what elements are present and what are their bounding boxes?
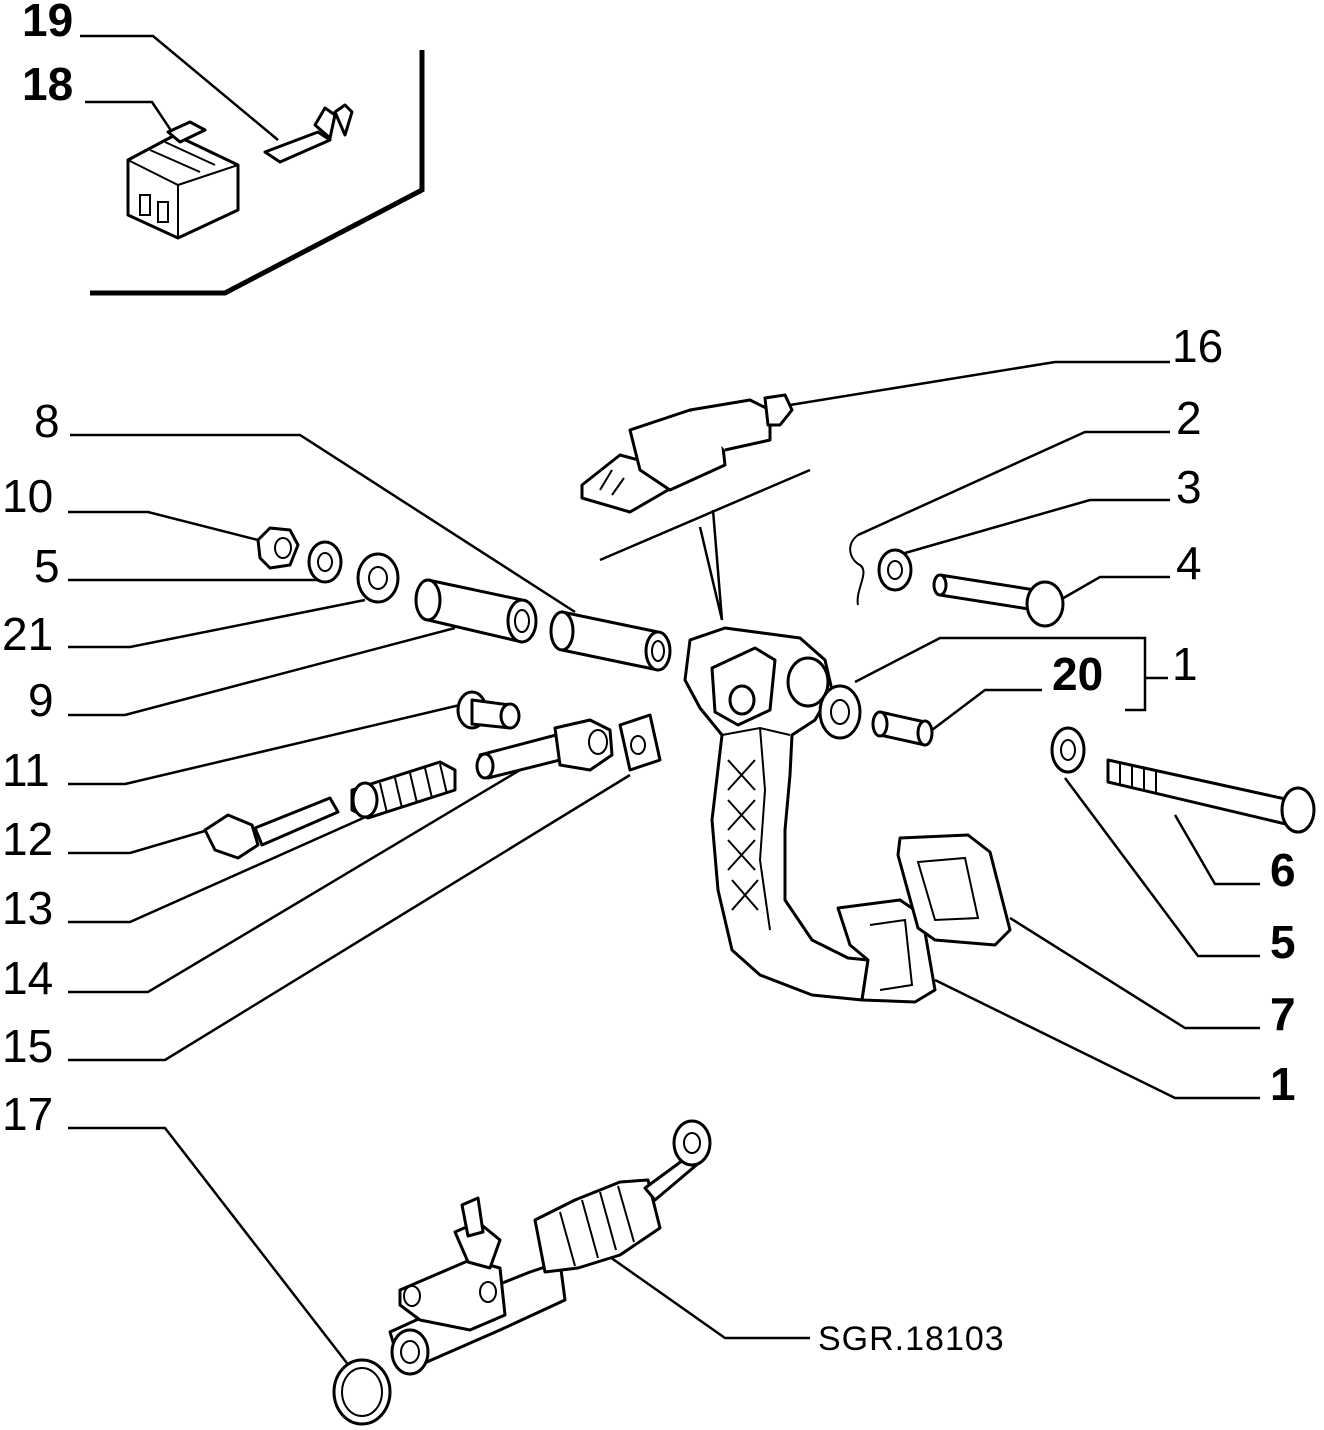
bracket-1 (1125, 636, 1147, 712)
leader-4 (1059, 575, 1170, 602)
part-8-sleeve (549, 610, 672, 672)
leader-20 (931, 688, 1042, 731)
leader-6 (1173, 814, 1260, 886)
part-5-washer-right (1050, 726, 1086, 774)
part-21-washer (356, 552, 400, 604)
leader-9 (68, 626, 456, 717)
leader-21 (68, 598, 366, 649)
callout-16: 16 (1172, 320, 1223, 372)
callout-2: 2 (1176, 392, 1202, 444)
leader-ref (599, 1248, 810, 1340)
callout-1-bracket: 1 (1172, 638, 1198, 690)
callout-18: 18 (22, 58, 73, 110)
hinge-arrow (698, 509, 724, 621)
callout-7: 7 (1270, 988, 1296, 1040)
callout-13: 13 (2, 882, 53, 934)
callout-21: 21 (2, 608, 53, 660)
part-11-pin (456, 690, 521, 730)
part-20-bushing (871, 710, 934, 747)
part-3-washer (877, 548, 913, 592)
part-16-pedal-switch (580, 393, 794, 514)
leader-13 (68, 813, 371, 924)
leader-14 (68, 768, 521, 994)
part-13-spring (350, 760, 457, 820)
leader-11 (68, 703, 461, 786)
leader-17 (68, 1126, 361, 1381)
callout-10: 10 (2, 470, 53, 522)
leader-3 (904, 498, 1170, 555)
callout-15: 15 (2, 1020, 53, 1072)
inset-frame (90, 50, 425, 296)
callout-6: 6 (1270, 844, 1296, 896)
leader-16 (789, 360, 1170, 407)
part-19-terminal (263, 103, 354, 164)
leader-8 (70, 433, 576, 614)
part-7-pedal-pad (896, 833, 1012, 947)
part-18-connector-housing (126, 120, 240, 240)
part-6-bolt (1106, 758, 1316, 834)
part-4-pin (932, 573, 1065, 628)
leader-10 (68, 510, 259, 542)
callout-20: 20 (1052, 648, 1103, 700)
callout-11: 11 (2, 744, 50, 796)
part-5-washer-left (307, 540, 343, 584)
reference-code: SGR.18103 (818, 1320, 1005, 1358)
part-15-clip (618, 713, 662, 772)
part-17-o-ring (332, 1358, 392, 1426)
part-2-spring-clip (849, 534, 865, 606)
callout-14: 14 (2, 952, 53, 1004)
leader-5-right (1063, 777, 1260, 958)
part-12-stud (203, 796, 340, 860)
leader-2 (857, 430, 1170, 537)
part-10-nut (256, 526, 300, 570)
leader-12 (68, 826, 216, 855)
callout-9: 9 (28, 674, 54, 726)
clutch-master-cylinder (388, 1119, 712, 1376)
callout-5-right: 5 (1270, 916, 1296, 968)
leader-7 (1009, 916, 1260, 1030)
callout-4: 4 (1176, 537, 1202, 589)
callout-5-left: 5 (34, 540, 60, 592)
callout-12: 12 (2, 813, 53, 865)
part-1-clutch-pedal (683, 626, 937, 1004)
part-14-rod (475, 718, 614, 780)
leader-18 (85, 100, 174, 133)
leader-1-upper (854, 636, 1125, 684)
callout-17: 17 (2, 1088, 53, 1140)
leader-15 (68, 773, 631, 1062)
hinge-reference-line (599, 468, 811, 562)
leader-19 (80, 34, 279, 141)
callout-1-bottom: 1 (1270, 1058, 1296, 1110)
leader-1-bottom (934, 978, 1260, 1100)
callout-19: 19 (22, 0, 73, 46)
callout-8: 8 (34, 395, 60, 447)
callout-3: 3 (1176, 461, 1202, 513)
part-9-bushing (414, 578, 538, 644)
